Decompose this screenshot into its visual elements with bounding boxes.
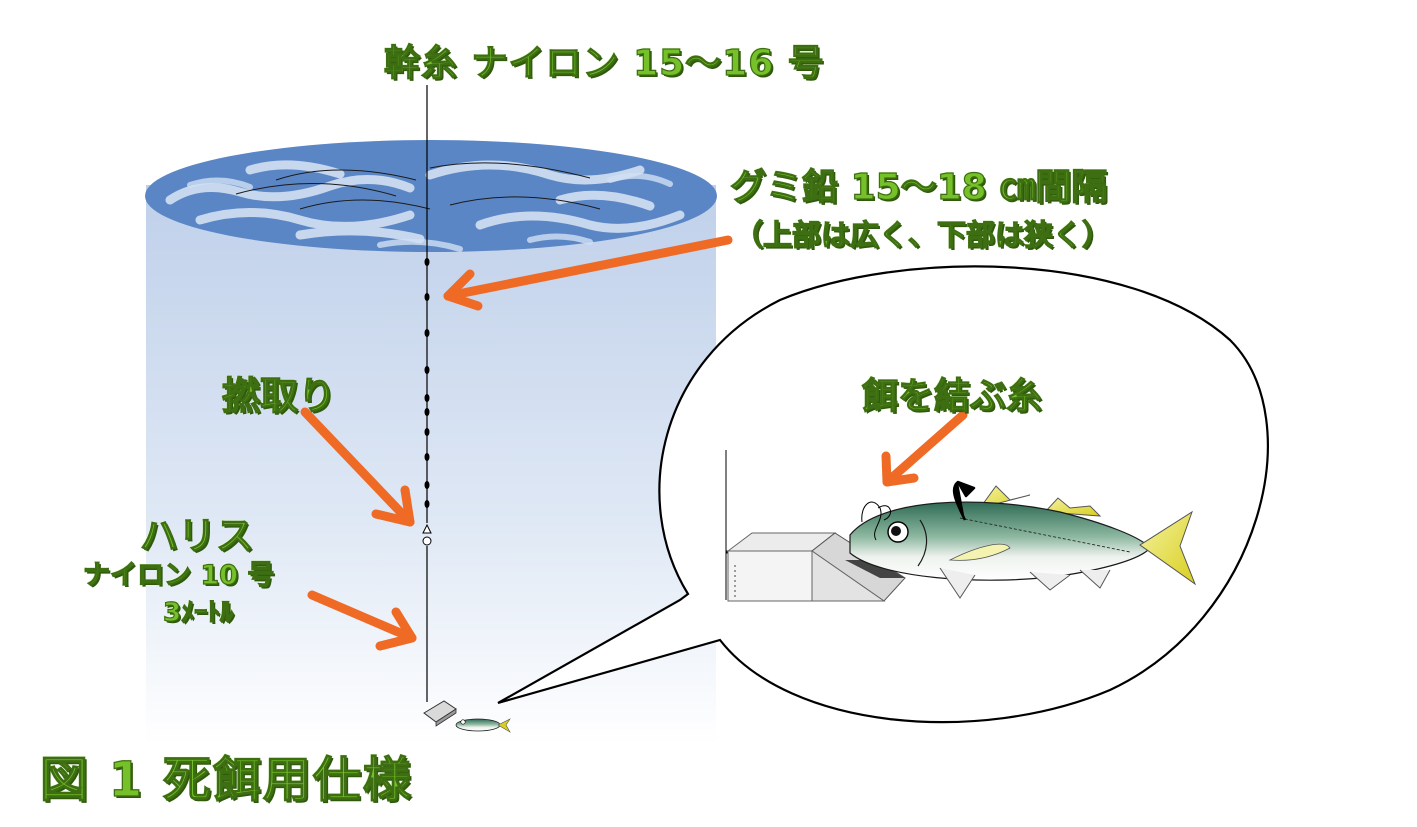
leader-label: ハリス	[139, 513, 255, 558]
fish-icon	[849, 485, 1197, 599]
leader-arrow	[307, 590, 417, 651]
sinker-label: グミ鉛 15〜18 ㎝間隔	[729, 166, 1108, 208]
sinker-bead	[424, 481, 430, 489]
leader-length-label: 3ﾒｰﾄﾙ	[162, 597, 234, 628]
sinker-bead	[424, 428, 430, 436]
sinker-bead	[424, 293, 430, 301]
annotation-arrows	[300, 235, 968, 651]
swivel-icon	[422, 523, 432, 546]
sinker-bead	[424, 329, 430, 337]
enlarged-bait	[725, 450, 1197, 602]
sinker-group	[424, 258, 430, 508]
main-line-label: 幹糸 ナイロン 15〜16 号	[383, 42, 825, 84]
zoom-callout-bubble	[497, 265, 1269, 724]
swivel-label: 撚取り	[221, 373, 337, 418]
sinker-bead	[424, 453, 430, 461]
sinker-bead	[424, 500, 430, 508]
small-bait-rig	[423, 700, 511, 733]
swivel-arrow	[300, 407, 415, 527]
sinker-bead	[424, 366, 430, 374]
sinker-note-label: （上部は広く、下部は狭く）	[733, 217, 1112, 252]
water-surface	[145, 140, 717, 252]
bait-tie-label: 餌を結ぶ糸	[861, 375, 1043, 417]
bait-tie-arrow	[881, 410, 968, 487]
figure-caption: 図 1 死餌用仕様	[39, 751, 413, 808]
sinker-bead	[424, 258, 430, 266]
bait-tie-string	[861, 501, 892, 541]
sinker-bead	[424, 394, 430, 402]
sinker-block	[726, 532, 906, 602]
sinker-bead	[424, 408, 430, 416]
hook-icon	[952, 480, 976, 521]
sinker-arrow	[443, 235, 733, 311]
leader-spec-label: ナイロン 10 号	[82, 559, 275, 591]
